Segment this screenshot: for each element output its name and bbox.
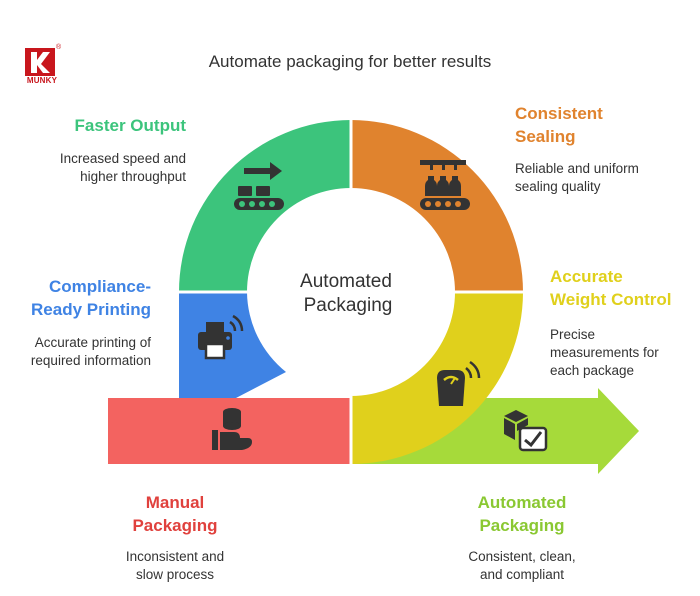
- automated-packaging-desc: Consistent, clean, and compliant: [468, 549, 576, 582]
- compliance-printing-heading: Compliance- Ready Printing: [31, 277, 151, 319]
- manual-packaging-desc: Inconsistent and slow process: [125, 549, 225, 582]
- logo-text: MUNKY: [26, 76, 58, 85]
- conveyor-arrow-icon: [234, 162, 284, 210]
- center-label-line1: Automated: [300, 271, 392, 292]
- registered-mark: ®: [56, 44, 62, 51]
- compliance-printing-desc: Accurate printing of required informatio…: [30, 335, 151, 368]
- wireless-printer-icon: [198, 314, 244, 360]
- faster-output-desc: Increased speed and higher throughput: [59, 151, 186, 184]
- accurate-weight-heading: Accurate Weight Control: [550, 267, 672, 309]
- manual-packaging-heading: Manual Packaging: [132, 493, 218, 535]
- manual-packaging-bar: [108, 398, 351, 464]
- weighing-scale-icon: [437, 360, 481, 406]
- hand-with-coins-icon: [212, 408, 252, 450]
- automated-packaging-heading: Automated Packaging: [477, 493, 567, 535]
- accurate-weight-desc: Precise measurements for each package: [550, 327, 659, 378]
- box-checkmark-icon: [504, 410, 548, 452]
- munky-logo: [25, 48, 55, 76]
- consistent-sealing-desc: Reliable and uniform sealing quality: [515, 161, 639, 194]
- bottling-line-icon: [420, 160, 470, 210]
- center-label-line2: Packaging: [304, 295, 393, 316]
- segment-compliance-printing: [179, 292, 286, 398]
- diagram-title: Automate packaging for better results: [208, 52, 492, 71]
- faster-output-heading: Faster Output: [74, 116, 186, 135]
- consistent-sealing-heading: Consistent Sealing: [515, 104, 603, 146]
